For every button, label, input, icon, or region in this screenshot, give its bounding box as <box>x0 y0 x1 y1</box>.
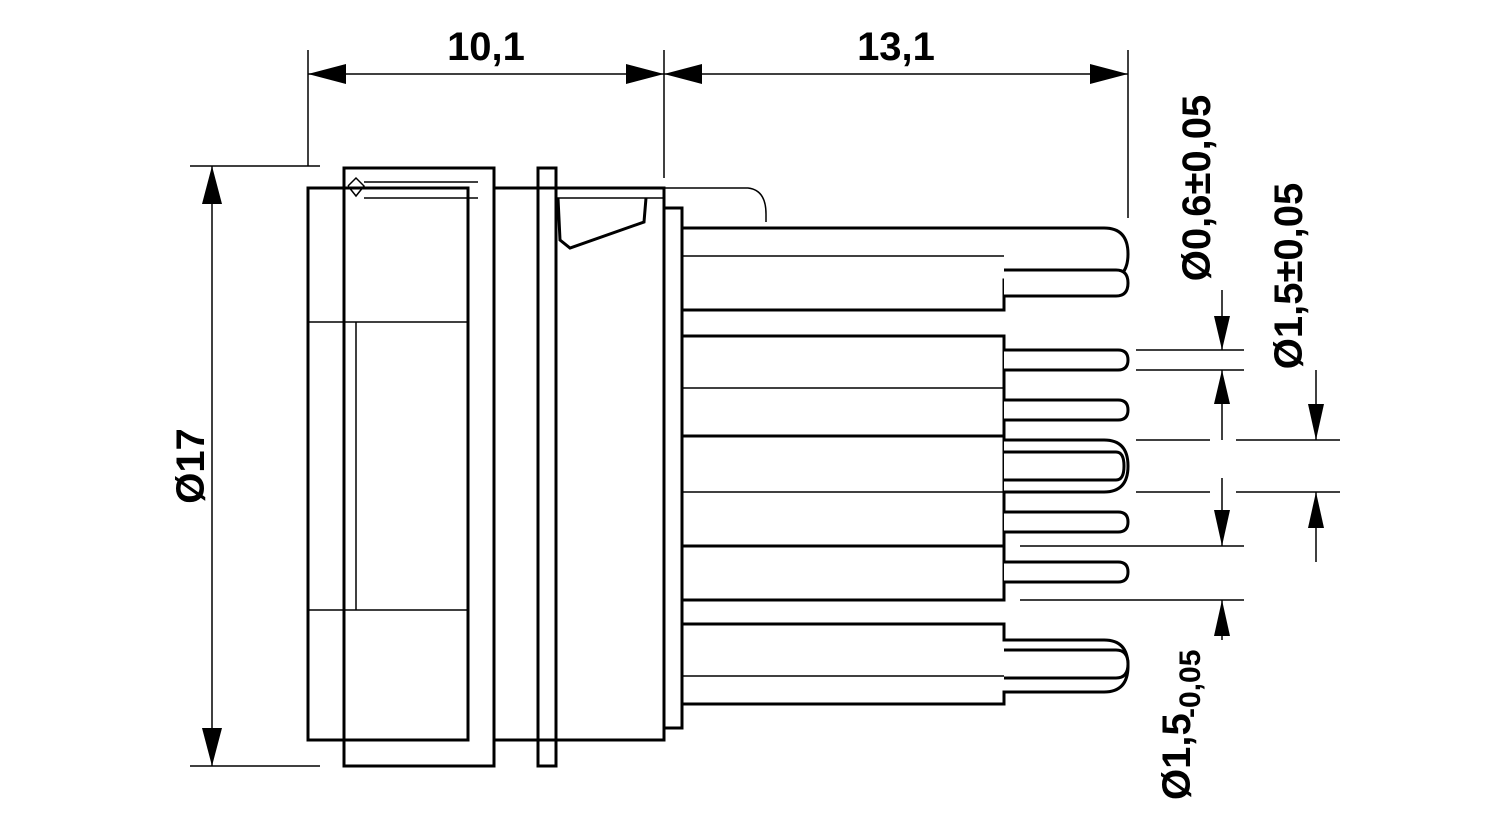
arrow-left <box>308 64 346 84</box>
housing-outer <box>306 186 470 742</box>
pin-large-middle-tip <box>1004 450 1126 482</box>
arrow-dia-bottom <box>202 728 222 766</box>
latch-notch <box>347 176 366 198</box>
pin-large-bottom-tip <box>1004 648 1130 680</box>
label-length-pins: 13,1 <box>857 25 935 69</box>
arrow-pin-small-bottom <box>1214 370 1230 404</box>
label-pin-diameter-large-base: Ø1,5 <box>1155 713 1199 800</box>
spring-arm <box>664 187 767 222</box>
arrow-mid-left <box>626 64 664 84</box>
arrow-dia-top <box>202 166 222 204</box>
pins <box>680 226 1130 706</box>
pin-small-1 <box>1004 348 1130 372</box>
contact-block-2 <box>680 434 1006 548</box>
arrow-pin-large-bottom <box>1214 600 1230 636</box>
arrow-right <box>1090 64 1128 84</box>
contact-block-3 <box>680 544 1006 602</box>
pin-large-top-tip <box>1004 268 1130 298</box>
arrow-pin-large-top <box>1214 510 1230 546</box>
connector-body <box>306 166 767 768</box>
label-outer-diameter: Ø17 <box>169 428 213 504</box>
dimension-lines <box>190 50 1340 767</box>
pin-small-2 <box>1004 398 1130 422</box>
dimension-labels: 10,1 13,1 Ø17 Ø0,6±0,05 Ø1,5±0,05 Ø1,5 -… <box>169 25 1311 800</box>
arrow-pin-small-top <box>1214 316 1230 350</box>
pin-small-3 <box>1004 510 1130 534</box>
housing-rear <box>342 166 496 768</box>
housing-middle <box>492 186 666 742</box>
pin-small-4 <box>1004 560 1130 584</box>
label-pin-diameter-large-tol: -0,05 <box>1174 650 1207 718</box>
arrow-mid-right <box>664 64 702 84</box>
pin-carrier <box>662 206 684 730</box>
label-pin-diameter-large: Ø1,5 -0,05 <box>1155 650 1207 800</box>
flange-plate <box>536 166 558 768</box>
contact-block-1 <box>680 334 1006 438</box>
arrow-spacing-top <box>1308 404 1324 440</box>
label-pin-spacing: Ø1,5±0,05 <box>1267 183 1311 370</box>
label-length-front: 10,1 <box>447 25 525 69</box>
label-pin-diameter-small: Ø0,6±0,05 <box>1175 95 1219 282</box>
spring-clip <box>556 197 648 250</box>
arrow-spacing-bottom <box>1308 492 1324 528</box>
